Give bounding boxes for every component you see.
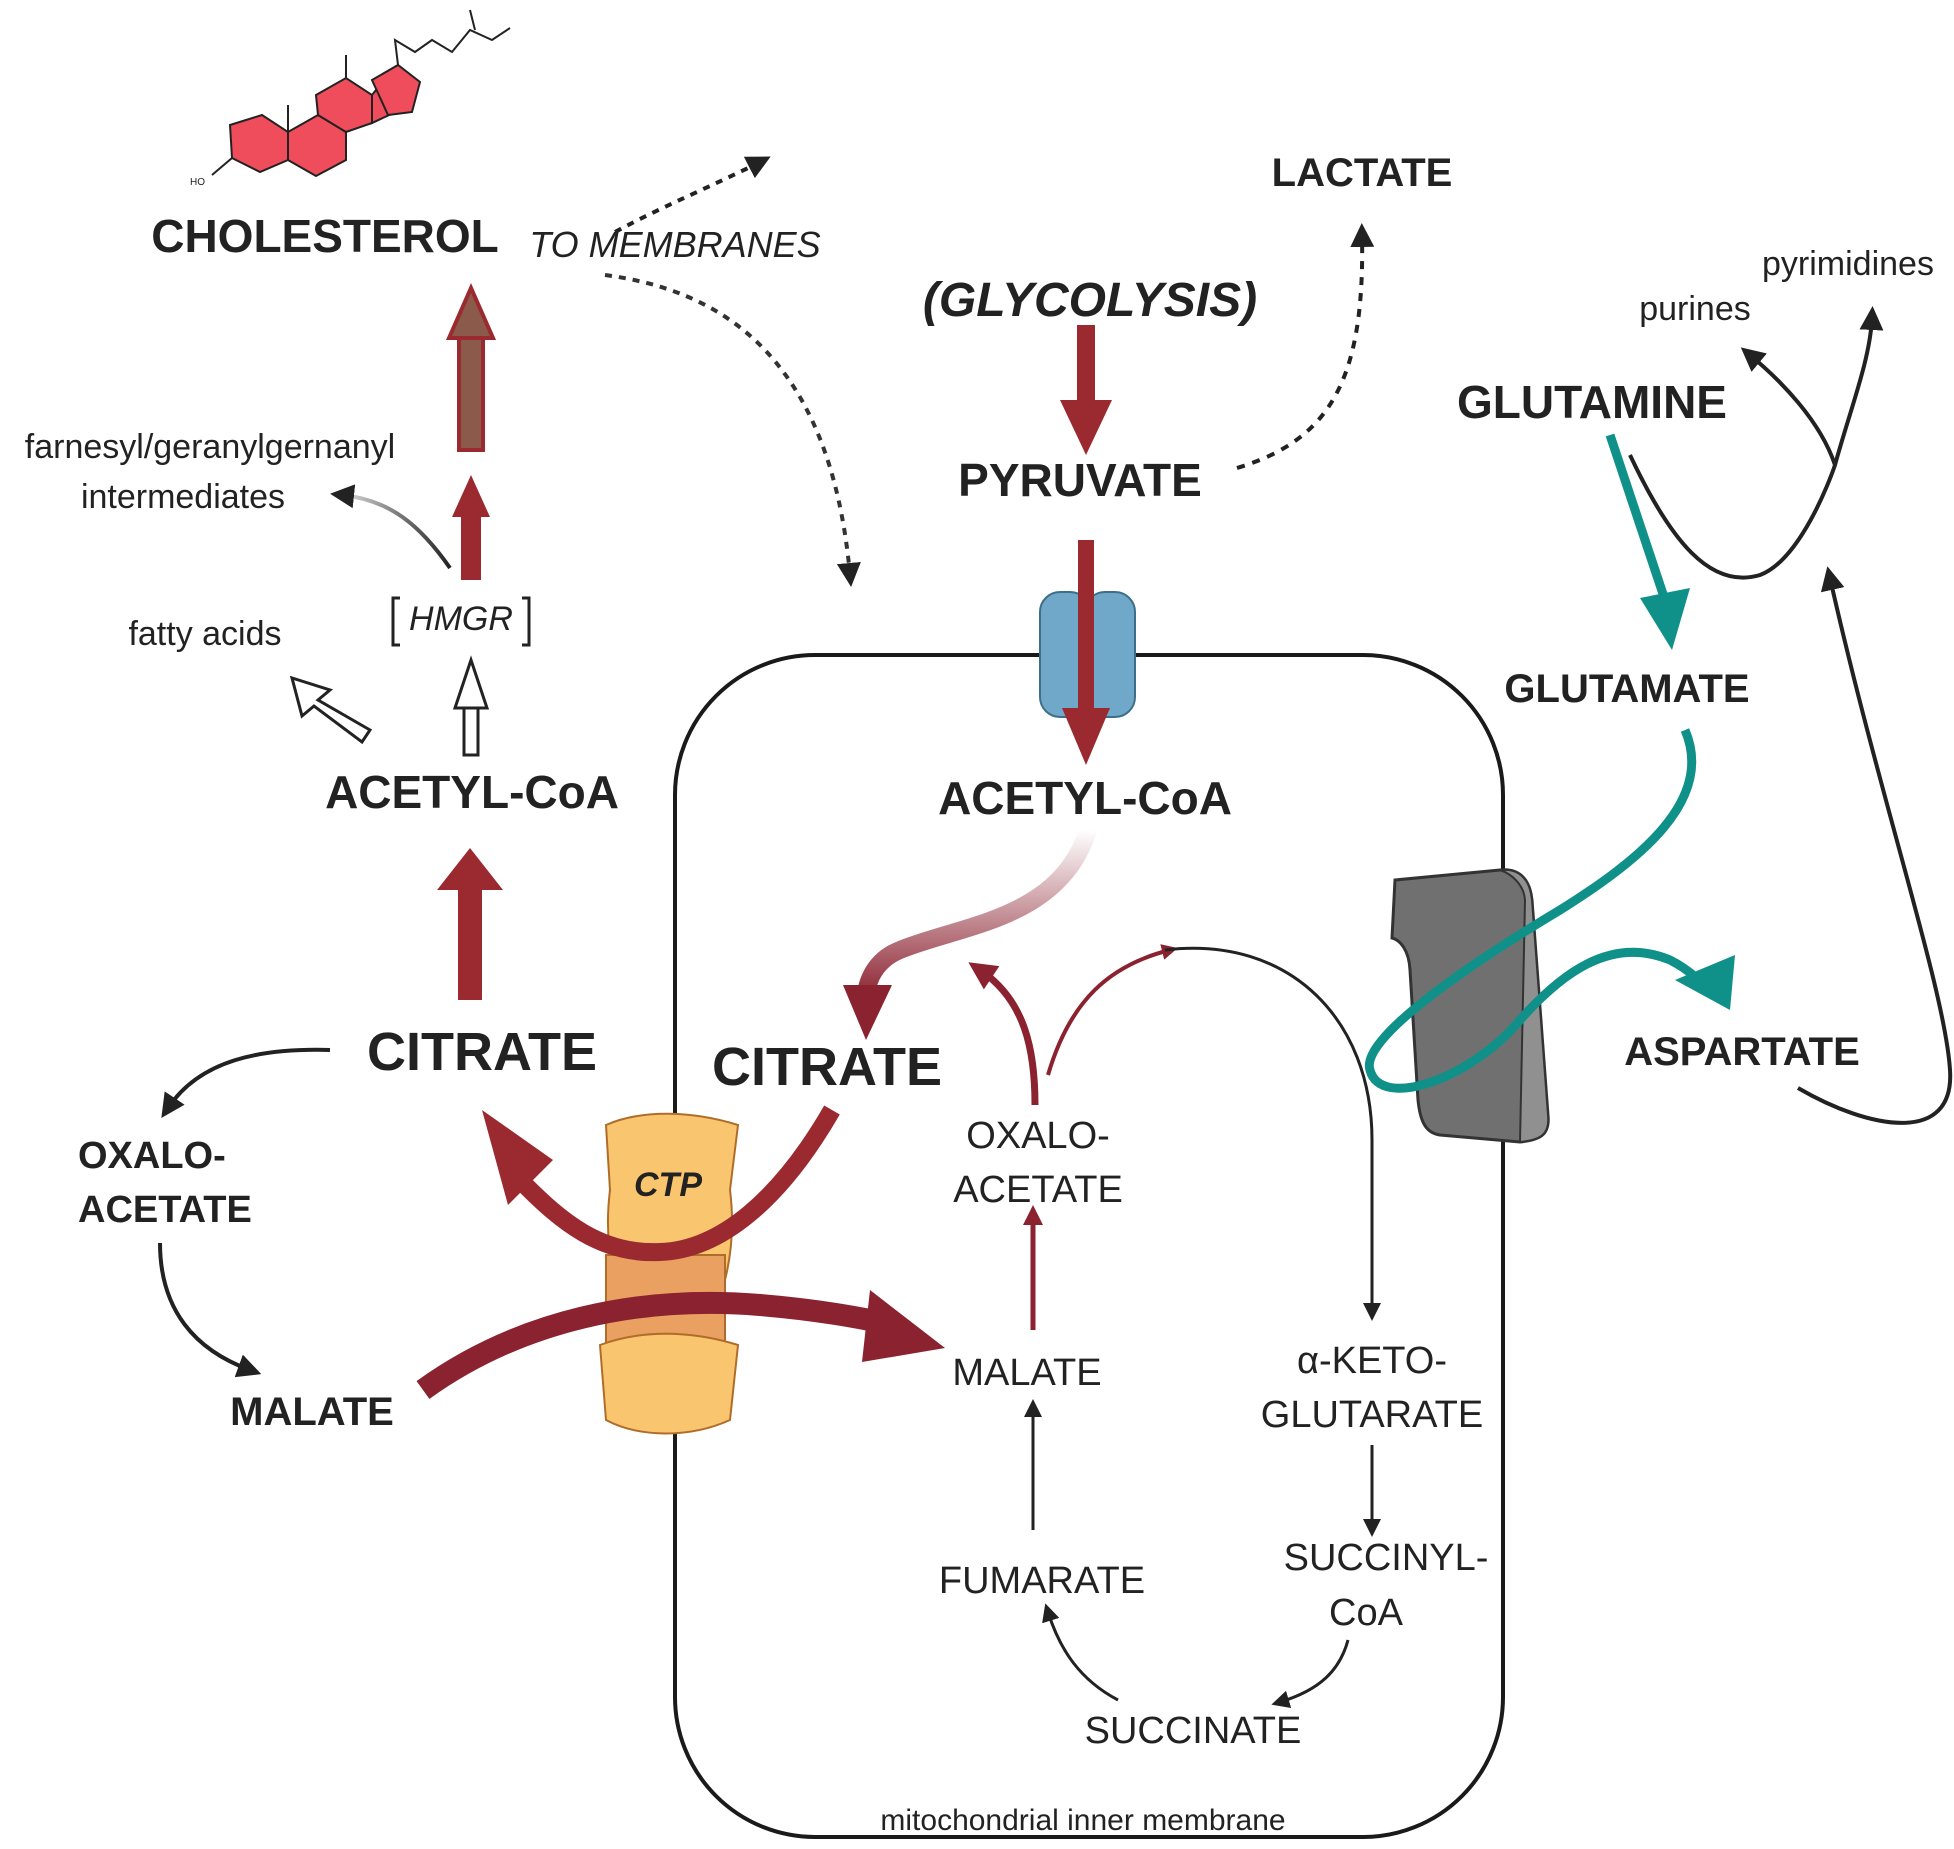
succinyl-coa-label-2: CoA — [1329, 1592, 1404, 1634]
farnesyl-to-cholesterol-red-arrow — [445, 283, 497, 452]
aspartate-label: ASPARTATE — [1624, 1030, 1860, 1074]
steroid-ho-label: HO — [190, 177, 205, 188]
purines-label: purines — [1639, 290, 1751, 328]
oxaloacetate-cytosolic-label-2: ACETATE — [78, 1189, 252, 1231]
fatty-acids-label: fatty acids — [128, 615, 281, 653]
acetyl-coa-to-fatty-acids-open-arrow — [289, 675, 373, 745]
malate-import-arrowhead — [862, 1290, 945, 1362]
farnesyl-label-line2: intermediates — [81, 478, 285, 516]
cholesterol-molecule-icon: HO — [190, 9, 511, 188]
oxaloacetate-to-citrate-arrow — [968, 962, 1039, 1106]
citrate-to-acetyl-coa-arrow — [437, 848, 503, 1000]
oxaloacetate-cytosolic-label-1: OXALO- — [78, 1135, 226, 1177]
succinyl-coa-to-succinate-arrow — [1271, 1639, 1350, 1709]
cholesterol-to-membranes-dotted-arrow — [614, 156, 771, 234]
malate-import-arrow — [416, 1291, 883, 1399]
citrate-export-arrowhead — [482, 1110, 553, 1205]
glutamine-to-glutamate-arrow — [1605, 433, 1670, 602]
fumarate-label: FUMARATE — [939, 1560, 1145, 1602]
hmgr-bracket-left — [391, 596, 400, 647]
farnesyl-label-line1: farnesyl/geranylgernanyl — [25, 428, 395, 466]
aspartate-to-nucleotides-loop — [1796, 566, 1953, 1125]
glutamine-to-glutamate-arrowhead — [1640, 588, 1690, 650]
glutamine-label: GLUTAMINE — [1457, 376, 1727, 428]
hmgr-label: HMGR — [409, 600, 513, 638]
hmgr-bracket-right — [522, 596, 531, 647]
citrate-export-arrow — [518, 1105, 840, 1262]
pyruvate-to-acetyl-coa-arrow — [1062, 540, 1110, 765]
cholesterol-to-mitochondria-dotted-arrow — [604, 273, 861, 587]
alpha-ketoglutarate-label-2: GLUTARATE — [1261, 1394, 1483, 1436]
pyruvate-carrier-icon — [1039, 591, 1136, 718]
pyrimidines-label: pyrimidines — [1762, 245, 1934, 283]
glutamate-to-aspartate-arrow — [1364, 728, 1716, 1093]
oxaloacetate-mitochondrial-label-2: ACETATE — [953, 1169, 1123, 1211]
hmgr-to-farnesyl-red-arrow — [452, 475, 490, 580]
glutamate-label: GLUTAMATE — [1504, 667, 1749, 711]
succinate-to-fumarate-arrow — [1042, 1603, 1119, 1702]
succinyl-coa-label-1: SUCCINYL- — [1284, 1537, 1489, 1579]
pyruvate-to-lactate-dotted-arrow — [1236, 223, 1375, 470]
oxaloacetate-mitochondrial-label-1: OXALO- — [966, 1115, 1110, 1157]
citrate-mitochondrial-label: CITRATE — [712, 1037, 942, 1097]
acetyl-coa-to-citrate-arrowhead — [843, 985, 892, 1040]
lactate-label: LACTATE — [1272, 151, 1453, 195]
glycolysis-to-pyruvate-arrow — [1060, 325, 1112, 455]
oxaloacetate-to-malate-arrow — [158, 1242, 262, 1378]
cholesterol-label: CHOLESTEROL — [151, 210, 499, 262]
alpha-ketoglutarate-label-1: α-KETO- — [1297, 1340, 1447, 1382]
malate-cytosolic-label: MALATE — [230, 1390, 394, 1434]
tca-cycle-top-arc — [1164, 946, 1381, 1321]
citrate-to-oxaloacetate-arrow — [161, 1047, 331, 1118]
acetyl-coa-mitochondrial-label: ACETYL-CoA — [938, 772, 1232, 824]
membrane-label: mitochondrial inner membrane — [880, 1804, 1285, 1837]
ctp-label: CTP — [634, 1166, 702, 1204]
nucleotide-to-purines-arrow — [1740, 347, 1837, 466]
acetyl-coa-cytosolic-label: ACETYL-CoA — [325, 766, 619, 818]
oxaloacetate-to-cycle-arrow — [1046, 944, 1178, 1076]
pyruvate-label: PYRUVATE — [958, 454, 1202, 506]
hmgr-to-farnesyl-arrow — [330, 484, 452, 570]
nucleotide-branch-curve — [1628, 306, 1884, 580]
to-membranes-label: TO MEMBRANES — [529, 224, 820, 265]
glutamate-to-aspartate-arrowhead — [1675, 955, 1735, 1010]
succinate-label: SUCCINATE — [1085, 1710, 1302, 1752]
malate-mitochondrial-label: MALATE — [952, 1352, 1101, 1394]
ctp-transporter-icon: CTP — [598, 1112, 740, 1435]
glycolysis-label: (GLYCOLYSIS) — [923, 274, 1257, 327]
acetyl-coa-to-hmgr-open-arrow — [452, 655, 490, 757]
citrate-cytosolic-label: CITRATE — [367, 1022, 597, 1082]
acetyl-coa-to-citrate-arrow — [856, 827, 1097, 1001]
